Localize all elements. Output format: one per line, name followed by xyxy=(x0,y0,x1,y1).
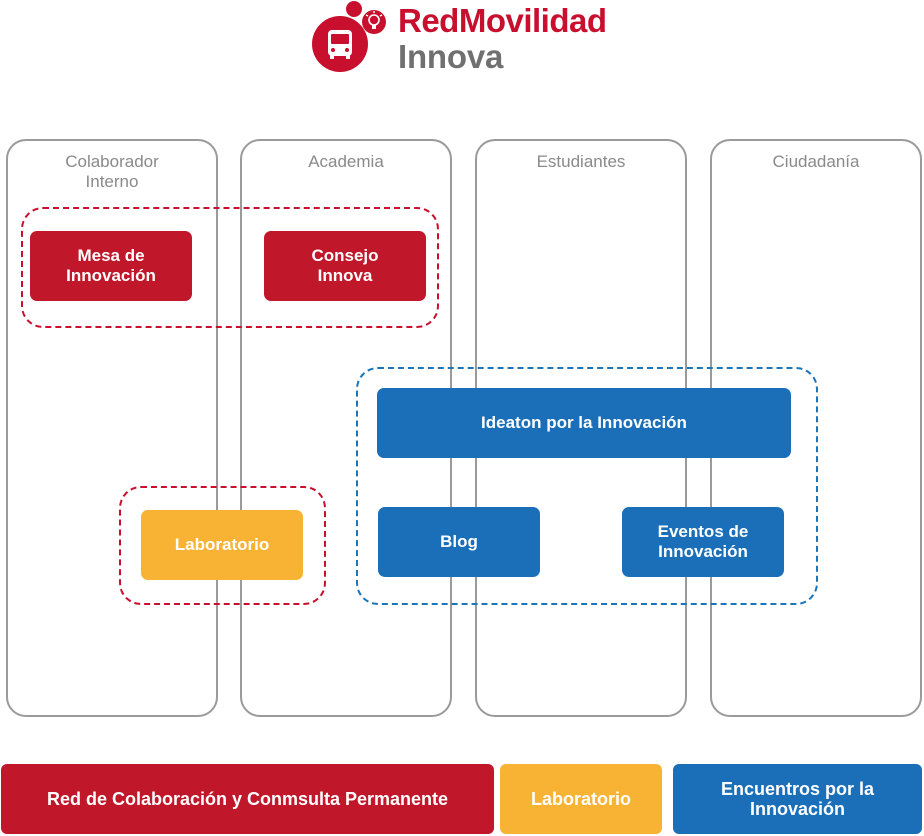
bus-icon xyxy=(328,30,352,59)
logo-title: RedMovilidad xyxy=(398,2,607,39)
group-red-colaboracion xyxy=(21,207,439,328)
legend-laboratorio: Laboratorio xyxy=(500,764,662,834)
lightbulb-icon xyxy=(365,11,383,29)
logo-subtitle: Innova xyxy=(398,38,504,75)
column-title-colaborador-interno: Colaborador Interno xyxy=(65,152,159,191)
node-eventos-de-innovacion: Eventos de Innovación xyxy=(622,507,784,577)
node-ideaton: Ideaton por la Innovación xyxy=(377,388,791,458)
logo-mark xyxy=(312,1,386,72)
node-blog: Blog xyxy=(378,507,540,577)
lightbulb-bubble-icon xyxy=(362,10,386,34)
group-red-laboratorio xyxy=(119,486,326,605)
column-colaborador-interno xyxy=(6,139,218,717)
legend-red-colaboracion: Red de Colaboración y Conmsulta Permanen… xyxy=(1,764,494,834)
logo-dot-icon xyxy=(346,1,362,17)
column-title-estudiantes: Estudiantes xyxy=(536,152,626,171)
node-mesa-de-innovacion: Mesa de Innovación xyxy=(30,231,192,301)
column-title-ciudadania: Ciudadanía xyxy=(772,152,860,171)
node-laboratorio: Laboratorio xyxy=(141,510,303,580)
group-blue-encuentros xyxy=(356,367,818,605)
column-title-academia: Academia xyxy=(308,152,384,171)
legend-encuentros: Encuentros por la Innovación xyxy=(673,764,922,834)
node-consejo-innova: Consejo Innova xyxy=(264,231,426,301)
